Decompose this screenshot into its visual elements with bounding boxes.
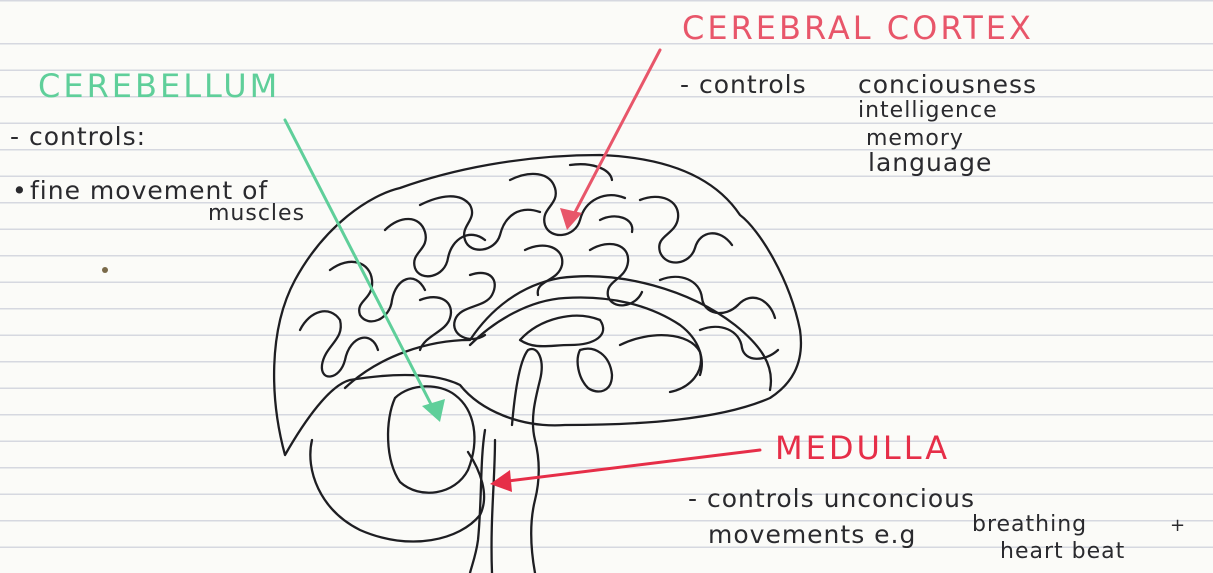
ink-dot	[102, 267, 108, 273]
cerebellum-item-line2: muscles	[208, 203, 305, 225]
fornix-curve	[620, 335, 701, 392]
medulla-item-breathing: breathing	[972, 514, 1087, 536]
cortex-item-memory: memory	[866, 128, 964, 150]
cerebellum-arrow-line	[285, 120, 435, 412]
cerebellum-bullet: •	[12, 178, 28, 203]
cortex-item-language: language	[868, 150, 992, 175]
cerebellum-item-line1: fine movement of	[30, 178, 268, 203]
cerebellum-outline	[310, 440, 484, 542]
inner-loop	[520, 316, 603, 347]
cortex-title: CEREBRAL CORTEX	[682, 12, 1034, 44]
brainstem-right	[512, 349, 542, 573]
brainstem-mid	[492, 440, 495, 573]
corpus-callosum	[345, 276, 771, 390]
cortex-gyri	[300, 164, 778, 376]
medulla-line2: movements e.g	[708, 522, 916, 547]
cortex-item-conciousness: conciousness	[858, 72, 1037, 97]
brain-outline	[274, 155, 801, 455]
cortex-controls: - controls	[680, 72, 807, 97]
cortex-arrow-line	[572, 50, 660, 218]
cerebellum-controls: - controls:	[10, 124, 146, 149]
thalamus-oval	[578, 349, 612, 392]
cortex-item-intelligence: intelligence	[858, 100, 998, 122]
cortex-arrowhead	[560, 208, 582, 230]
medulla-plus: +	[1170, 517, 1186, 535]
medulla-title: MEDULLA	[775, 432, 950, 464]
cerebellum-arrowhead	[422, 399, 445, 422]
cerebellum-title: CEREBELLUM	[38, 70, 280, 102]
medulla-line1: - controls unconcious	[688, 486, 975, 511]
medulla-item-heartbeat: heart beat	[1000, 541, 1125, 563]
